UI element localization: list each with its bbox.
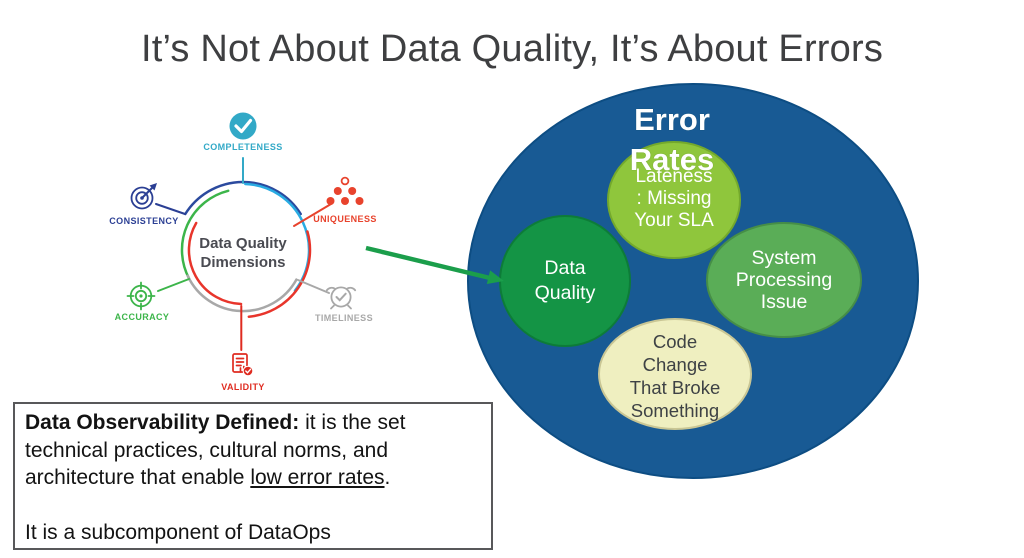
definition-paragraph: Data Observability Defined: it is the se… — [25, 409, 481, 492]
error-rates-container-ellipse — [467, 83, 919, 479]
venn-title-line2: Rates — [629, 142, 715, 177]
system-processing-bubble — [706, 222, 862, 338]
document-check-icon — [232, 353, 254, 377]
arrow — [365, 245, 504, 284]
dimension-label-timeliness: TIMELINESS — [314, 313, 373, 323]
ring-arc-green — [180, 189, 230, 280]
slide-title: It’s Not About Data Quality, It’s About … — [140, 28, 884, 70]
crosshair-target-icon — [126, 281, 156, 311]
definition-box: Data Observability Defined: it is the se… — [13, 402, 493, 550]
dimension-label-completeness: COMPLETENESS — [203, 142, 283, 152]
definition-body: it is the set technical practices, cultu… — [25, 411, 406, 489]
ring-center-line2: Dimensions — [200, 254, 286, 271]
target-compass-icon — [130, 183, 157, 210]
dimension-label-accuracy: ACCURACY — [114, 312, 170, 322]
ring-center-label: Data Quality Dimensions — [183, 234, 303, 272]
dimension-label-uniqueness: UNIQUENESS — [313, 214, 377, 224]
error-rates-venn — [467, 83, 919, 479]
connector-accuracy — [157, 278, 190, 292]
definition-period: . — [384, 466, 391, 489]
definition-underlined-phrase: low error rates — [250, 466, 385, 489]
dots-pyramid-icon — [326, 176, 364, 205]
venn-title: Error Rates — [572, 100, 772, 180]
alarm-clock-icon — [325, 286, 357, 310]
ring-arc-red-right — [247, 230, 312, 318]
connector-consistency — [155, 203, 186, 215]
definition-second-paragraph: It is a subcomponent of DataOps — [25, 520, 331, 544]
connector-uniqueness — [293, 203, 332, 227]
code-change-bubble-label: Code Change That Broke Something — [629, 331, 721, 421]
definition-bold-lead: Data Observability Defined: — [25, 411, 300, 434]
dimensions-ring — [180, 180, 312, 318]
ring-connectors — [155, 157, 332, 351]
lateness-bubble — [607, 141, 741, 259]
lateness-bubble-label: Lateness : Missing Your SLA — [634, 166, 714, 231]
system-processing-bubble-label: System Processing Issue — [735, 247, 833, 313]
ring-center-line1: Data Quality — [199, 235, 287, 252]
checkmark-circle-icon — [229, 112, 257, 140]
ring-arc-red-left — [187, 221, 243, 306]
code-change-bubble — [598, 318, 752, 430]
connector-timeliness — [297, 279, 330, 294]
dimension-label-consistency: CONSISTENCY — [109, 216, 179, 226]
data-quality-bubble-label: Data Quality — [534, 257, 596, 304]
dimension-label-validity: VALIDITY — [221, 382, 265, 392]
venn-title-line1: Error — [634, 102, 710, 137]
